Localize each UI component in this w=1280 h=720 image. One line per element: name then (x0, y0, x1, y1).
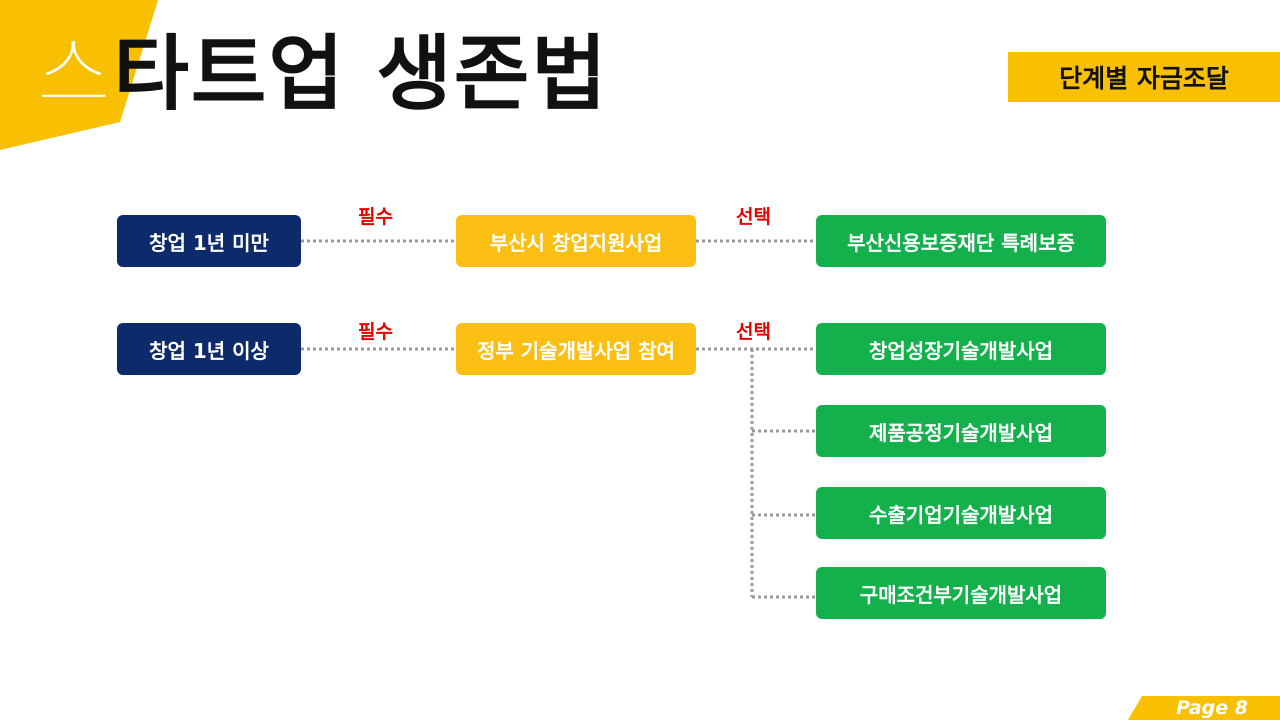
optional-box-row2-1: 창업성장기술개발사업 (816, 323, 1106, 375)
stage-box-under-1yr: 창업 1년 미만 (117, 215, 301, 267)
optional-box-row1: 부산신용보증재단 특례보증 (816, 215, 1106, 267)
required-label-row2: 필수 (358, 321, 393, 343)
required-box-row2: 정부 기술개발사업 참여 (456, 323, 696, 375)
optional-box-row2-3: 수출기업기술개발사업 (816, 487, 1106, 539)
required-box-row1: 부산시 창업지원사업 (456, 215, 696, 267)
optional-box-row2-2: 제품공정기술개발사업 (816, 405, 1106, 457)
optional-box-row2-4: 구매조건부기술개발사업 (816, 567, 1106, 619)
page-title-rest: 타트업 생존법 (113, 27, 609, 122)
page-title-first-char: 스 (35, 27, 114, 122)
optional-label-row2: 선택 (736, 321, 771, 343)
stage-box-over-1yr: 창업 1년 이상 (117, 323, 301, 375)
required-label-row1: 필수 (358, 206, 393, 228)
section-tag: 단계별 자금조달 (1008, 52, 1280, 102)
optional-label-row1: 선택 (736, 206, 771, 228)
page-number: Page 8 (1176, 697, 1248, 719)
corner-decoration (0, 0, 158, 150)
page-title: 스타트업 생존법 (35, 33, 609, 116)
page-tab (1128, 696, 1280, 720)
